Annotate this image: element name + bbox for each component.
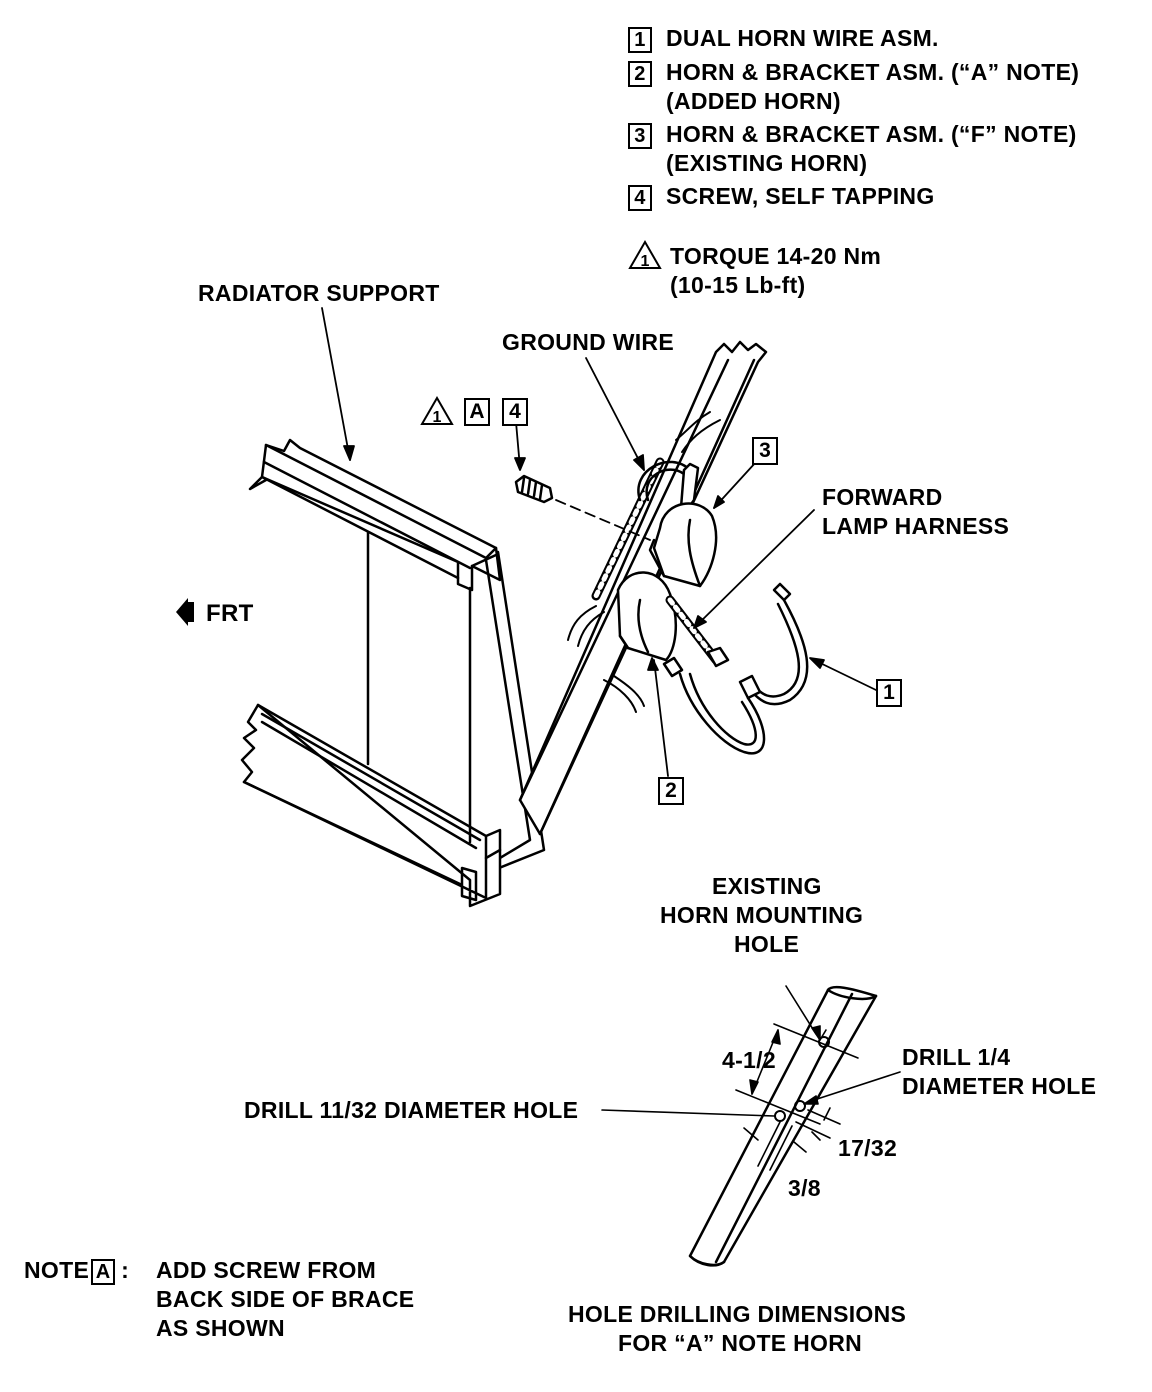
dim-3-8: 3/8 [788,1175,821,1201]
torque-warning-number: 1 [641,253,650,270]
screw-torque-icon: 1 [420,396,454,426]
screw-torque-number: 1 [433,409,442,426]
note-line-1: ADD SCREW FROM [156,1257,377,1283]
forward-lamp-label-2: LAMP HARNESS [822,513,1010,539]
legend-number: 4 [628,185,652,211]
screw-note-a-box: A [464,398,490,426]
ground-wire-label: GROUND WIRE [502,329,674,355]
radiator-support-panel [366,530,546,872]
forward-lamp-label-1: FORWARD [822,484,943,510]
legend-item-4: 4 SCREW, SELF TAPPING [628,182,935,211]
legend-item-3-sub: (EXISTING HORN) [666,150,868,176]
torque-line-2: (10-15 Lb-ft) [670,272,806,298]
callout-2: 2 [658,777,684,805]
legend-item-1: 1 DUAL HORN WIRE ASM. [628,24,939,53]
radiator-support-bottom-rail [240,703,502,908]
torque-warning-icon: 1 [628,240,662,270]
legend-item-2: 2 HORN & BRACKET ASM. (“A” NOTE) [628,58,1079,87]
legend-number: 3 [628,123,652,149]
horn-added [616,571,677,662]
note-prefix: NOTE [24,1257,90,1283]
radiator-support-label: RADIATOR SUPPORT [198,280,440,306]
note-a-box: A [91,1259,116,1285]
legend-text: HORN & BRACKET ASM. (“A” NOTE) [666,59,1080,85]
drill-quarter-label-2: DIAMETER HOLE [902,1073,1097,1099]
detail-caption-2: FOR “A” NOTE HORN [618,1330,863,1356]
horn-existing [648,462,718,588]
note-colon: : [121,1257,130,1283]
torque-line-1: TORQUE 14-20 Nm [670,243,882,269]
drill-11-32-label: DRILL 11/32 DIAMETER HOLE [244,1097,579,1123]
existing-hole-label-3: HOLE [734,931,800,957]
legend-text: DUAL HORN WIRE ASM. [666,25,939,51]
legend-item-2-sub: (ADDED HORN) [666,88,841,114]
leader-lines [321,307,877,777]
legend-number: 1 [628,27,652,53]
radiator-support-top-rail [248,438,502,592]
screw-callout-4: 4 [502,398,528,426]
dim-17-32: 17/32 [838,1135,898,1161]
screw [514,474,651,541]
drill-quarter-label-1: DRILL 1/4 [902,1044,1011,1070]
detail-dimension-lines [601,985,901,1171]
dim-4-1-2: 4-1/2 [722,1047,776,1073]
harness-wires [567,411,721,713]
existing-hole-label-2: HORN MOUNTING [660,902,864,928]
detail-brace [688,985,878,1267]
detail-caption-1: HOLE DRILLING DIMENSIONS [568,1301,907,1327]
forward-lamp-harness [665,595,730,668]
dual-horn-wire [662,582,809,755]
front-arrow [176,598,194,626]
front-label: FRT [206,600,254,627]
note-line-3: AS SHOWN [156,1315,285,1341]
callout-3: 3 [752,437,778,465]
legend-text: SCREW, SELF TAPPING [666,183,935,209]
legend-number: 2 [628,61,652,87]
legend-text: HORN & BRACKET ASM. (“F” NOTE) [666,121,1077,147]
legend-item-3: 3 HORN & BRACKET ASM. (“F” NOTE) [628,120,1077,149]
callout-1: 1 [876,679,902,707]
note-line-2: BACK SIDE OF BRACE [156,1286,415,1312]
existing-hole-label-1: EXISTING [712,873,822,899]
